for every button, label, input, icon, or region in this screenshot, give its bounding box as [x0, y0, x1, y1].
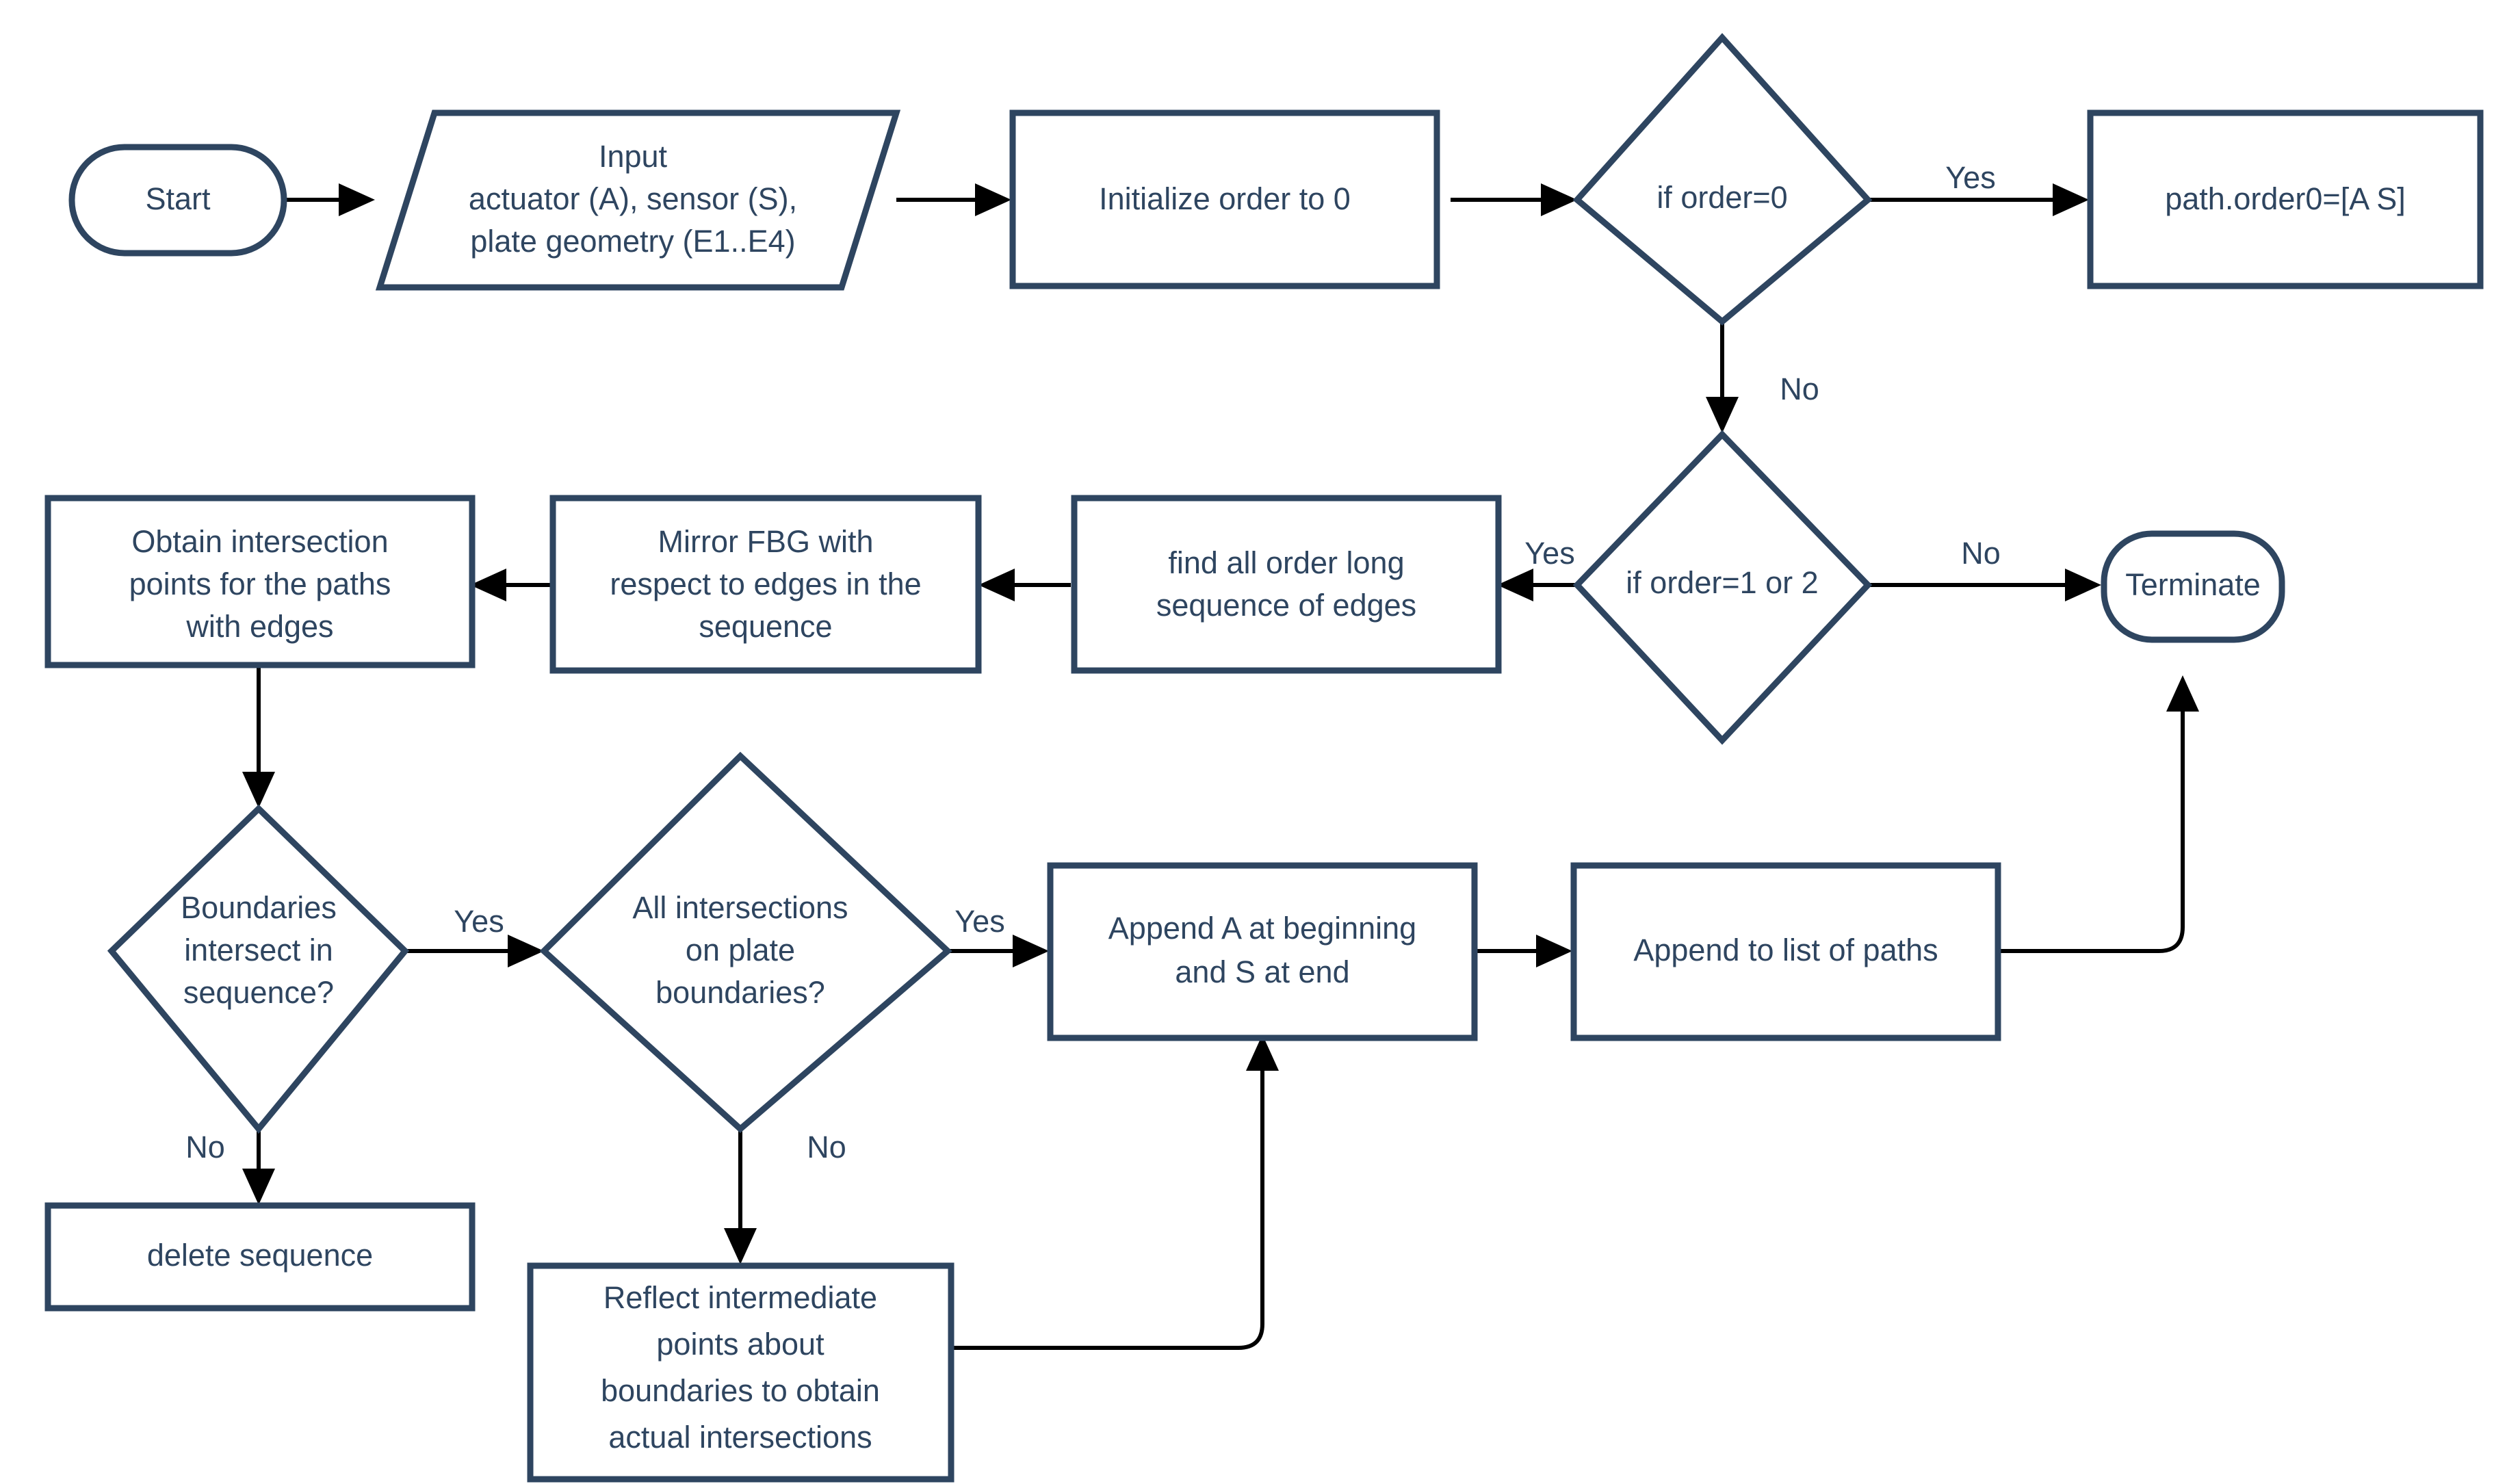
node-all-intersections-label-line1: All intersections [632, 890, 848, 925]
node-all-intersections-label-line3: boundaries? [655, 975, 825, 1010]
edge-init-to-iforder0 [1451, 183, 1577, 216]
edge-iforder0-no-to-iforder12 [1706, 322, 1739, 433]
edge-appendas-to-appendlist [1472, 935, 1572, 967]
edge-input-to-init [896, 183, 1011, 216]
node-mirror-fbg-label-line1: Mirror FBG with [658, 524, 874, 559]
connector-layer [242, 183, 2199, 1350]
edge-iforder12-no-to-terminate [1868, 569, 2101, 601]
node-append-a-s[interactable]: Append A at beginning and S at end [1047, 862, 1478, 1041]
node-boundaries-intersect-label-line1: Boundaries [181, 890, 337, 925]
node-if-order-0-label: if order=0 [1657, 180, 1787, 215]
node-reflect-points-label-line3: boundaries to obtain [601, 1373, 880, 1408]
node-mirror-fbg-label-line2: respect to edges in the [610, 567, 921, 601]
edge-obtain-to-boundintersect [242, 662, 275, 808]
edge-mirror-to-obtain [470, 569, 551, 601]
node-if-order-0[interactable]: if order=0 [1572, 33, 1873, 326]
node-obtain-points-label-line2: points for the paths [129, 567, 391, 601]
edge-findsequences-to-mirror [978, 569, 1071, 601]
node-obtain-points[interactable]: Obtain intersection points for the paths… [44, 495, 476, 668]
node-if-order-1-or-2[interactable]: if order=1 or 2 [1572, 430, 1873, 745]
edge-boundintersect-yes-to-allplate [405, 935, 544, 967]
edge-label-yes-order12: Yes [1524, 536, 1574, 571]
node-reflect-points-label-line4: actual intersections [608, 1420, 872, 1455]
node-input-label-line2: actuator (A), sensor (S), [469, 181, 797, 216]
node-delete-sequence[interactable]: delete sequence [44, 1202, 476, 1312]
node-reflect-points-label-line1: Reflect intermediate [603, 1280, 877, 1315]
edge-allplate-no-to-reflect [724, 1129, 757, 1264]
edge-iforder12-yes-to-findsequences [1497, 569, 1577, 601]
node-terminate[interactable]: Terminate [2101, 530, 2285, 643]
node-append-a-s-label-line1: Append A at beginning [1108, 911, 1416, 946]
node-find-sequences-label-line2: sequence of edges [1156, 588, 1416, 623]
node-initialize-order-label: Initialize order to 0 [1099, 181, 1351, 216]
edge-reflect-to-appendas [951, 1034, 1279, 1350]
node-if-order-1-or-2-label: if order=1 or 2 [1626, 565, 1818, 600]
node-all-intersections-on-plate[interactable]: All intersections on plate boundaries? [539, 751, 952, 1133]
edge-label-no-order0: No [1780, 372, 1819, 406]
node-terminate-label: Terminate [2125, 567, 2261, 602]
node-reflect-points[interactable]: Reflect intermediate points about bounda… [527, 1262, 954, 1483]
edge-iforder0-yes-to-pathorder0 [1868, 183, 2089, 216]
edge-boundintersect-no-to-delete [242, 1129, 275, 1205]
edge-appendlist-to-terminate [1998, 675, 2199, 953]
node-obtain-points-label-line1: Obtain intersection [131, 524, 388, 559]
node-path-order0-label: path.order0=[A S] [2165, 181, 2406, 216]
node-append-a-s-label-line2: and S at end [1175, 954, 1349, 989]
node-reflect-points-label-line2: points about [656, 1327, 824, 1362]
edge-label-layer: Yes No No Yes Yes No Yes No [185, 160, 2001, 1164]
node-obtain-points-label-line3: with edges [185, 609, 333, 644]
edge-allplate-yes-to-appendas [948, 935, 1049, 967]
node-boundaries-intersect[interactable]: Boundaries intersect in sequence? [107, 804, 410, 1134]
node-input[interactable]: Input actuator (A), sensor (S), plate ge… [375, 109, 901, 291]
edge-label-yes-order0: Yes [1945, 160, 1995, 195]
edge-label-yes-allplate: Yes [954, 904, 1004, 939]
node-initialize-order[interactable]: Initialize order to 0 [1009, 109, 1440, 289]
edge-label-no-boundaries: No [185, 1130, 225, 1164]
node-boundaries-intersect-label-line3: sequence? [183, 975, 334, 1010]
node-delete-sequence-label: delete sequence [147, 1238, 373, 1273]
node-start[interactable]: Start [68, 144, 287, 257]
node-input-label-line3: plate geometry (E1..E4) [470, 224, 795, 259]
node-append-list-label: Append to list of paths [1633, 933, 1938, 967]
edge-label-yes-boundaries: Yes [454, 904, 504, 939]
node-start-label: Start [145, 181, 211, 216]
node-find-sequences[interactable]: find all order long sequence of edges [1071, 495, 1502, 674]
node-path-order0[interactable]: path.order0=[A S] [2087, 109, 2484, 289]
node-input-label-line1: Input [599, 139, 668, 174]
node-find-sequences-label-line1: find all order long [1168, 545, 1404, 580]
node-all-intersections-label-line2: on plate [686, 933, 795, 967]
edge-label-no-order12: No [1961, 536, 2001, 571]
node-mirror-fbg-label-line3: sequence [699, 609, 832, 644]
node-append-list[interactable]: Append to list of paths [1570, 862, 2001, 1041]
node-boundaries-intersect-label-line2: intersect in [184, 933, 333, 967]
edge-label-no-allplate: No [807, 1130, 846, 1164]
node-mirror-fbg[interactable]: Mirror FBG with respect to edges in the … [549, 495, 982, 674]
edge-start-to-input [284, 183, 375, 216]
